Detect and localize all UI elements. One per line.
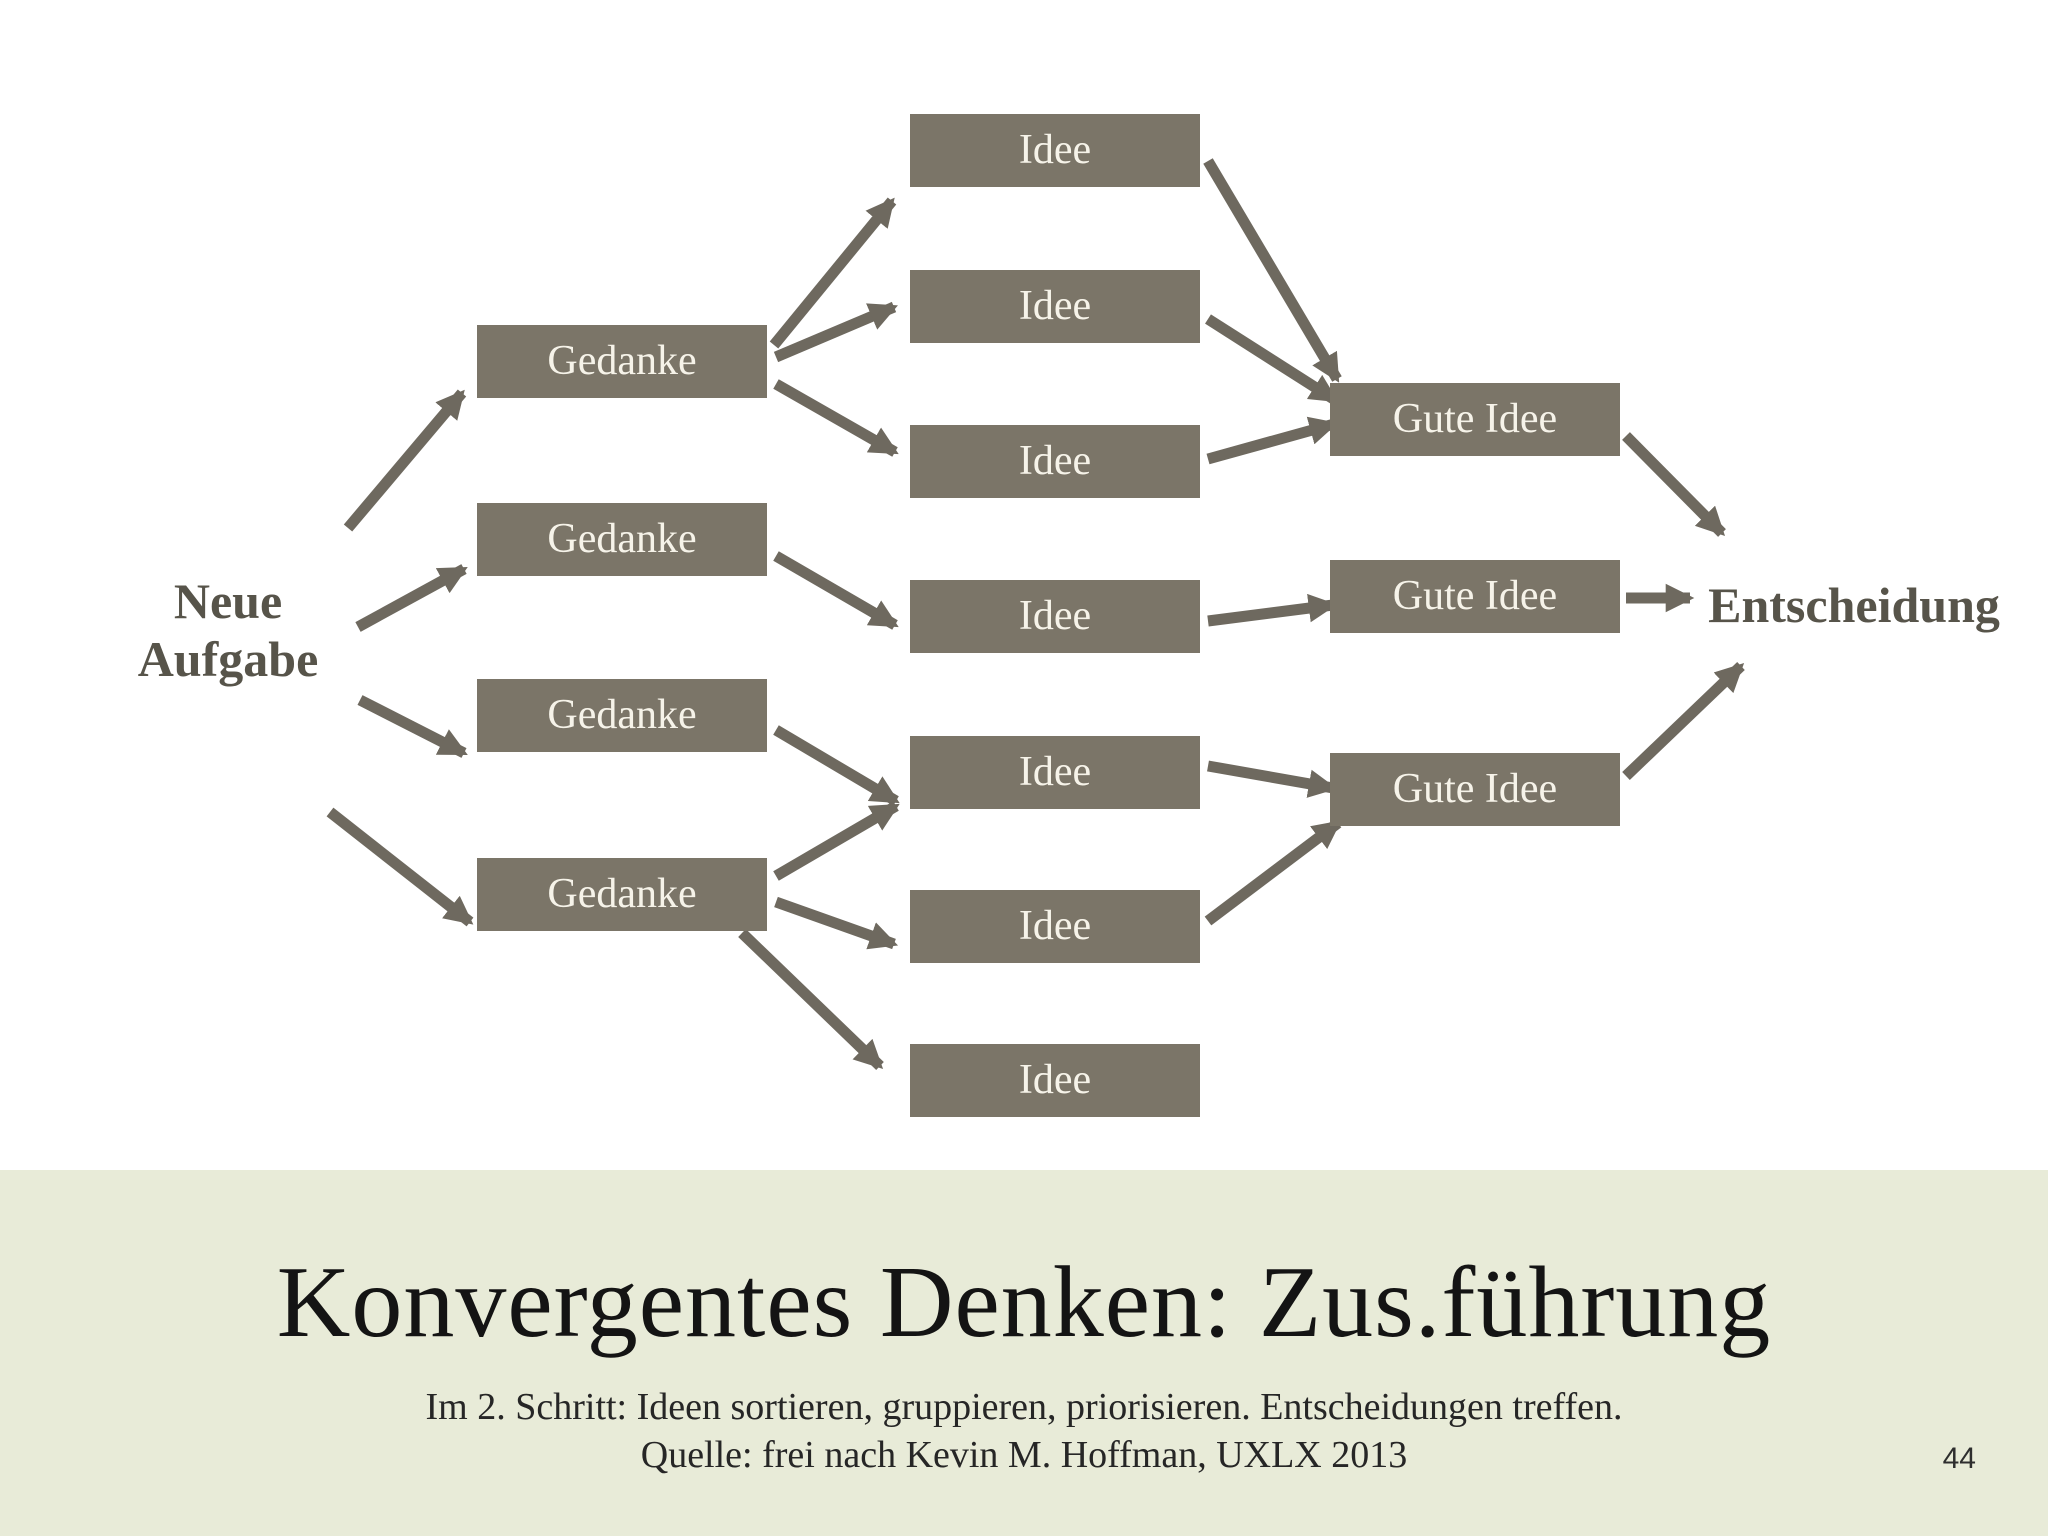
- gedanke-box-2: Gedanke: [477, 503, 767, 576]
- diagram-canvas: Neue Aufgabe Gedanke Gedanke Gedanke Ged…: [95, 114, 2000, 1117]
- edge-gedanke-4-idee-7: [738, 929, 884, 1070]
- edge-neue-aufgabe-gedanke-3: [357, 695, 468, 758]
- idee-box-2: Idee: [910, 270, 1200, 343]
- edge-idee-2-gute-idee-1: [1205, 314, 1339, 405]
- idee-box-7: Idee: [910, 1044, 1200, 1117]
- gedanke-box-4: Gedanke: [477, 858, 767, 931]
- page-number: 44: [1942, 1442, 1976, 1475]
- edge-gedanke-4-idee-6: [774, 896, 899, 950]
- edge-neue-aufgabe-gedanke-4: [326, 807, 474, 927]
- idee-box-6: Idee: [910, 890, 1200, 963]
- idee-box-5: Idee: [910, 736, 1200, 809]
- edge-idee-5-gute-idee-3: [1207, 760, 1338, 798]
- gedanke-box-3: Gedanke: [477, 679, 767, 752]
- edge-gute-idee-1-entscheidung: [1622, 432, 1726, 537]
- gute-idee-box-2: Gute Idee: [1330, 560, 1620, 633]
- edge-gedanke-4-idee-5: [773, 801, 900, 881]
- gedanke-box-1: Gedanke: [477, 325, 767, 398]
- slide-subtitle-line-1: Im 2. Schritt: Ideen sortieren, gruppier…: [425, 1386, 1623, 1428]
- idee-box-4: Idee: [910, 580, 1200, 653]
- edge-gedanke-1-idee-3: [773, 379, 899, 457]
- edge-neue-aufgabe-gedanke-1: [343, 389, 467, 532]
- gute-idee-box-1: Gute Idee: [1330, 383, 1620, 456]
- edge-idee-6-gute-idee-3: [1204, 818, 1342, 926]
- idee-box-1: Idee: [910, 114, 1200, 187]
- start-label-line-2: Aufgabe: [137, 631, 319, 687]
- edge-idee-1-gute-idee-1: [1203, 158, 1342, 383]
- idee-box-3: Idee: [910, 425, 1200, 498]
- edge-gedanke-3-idee-5: [773, 725, 900, 806]
- edge-gedanke-2-idee-4: [773, 551, 899, 630]
- edge-gute-idee-3-entscheidung: [1622, 662, 1745, 780]
- slide-title: Konvergentes Denken: Zus.führung: [276, 1246, 1772, 1359]
- edge-neue-aufgabe-gedanke-2: [355, 564, 468, 632]
- footer: [0, 1170, 2048, 1536]
- edge-idee-4-gute-idee-2: [1207, 593, 1338, 627]
- gute-idee-box-3: Gute Idee: [1330, 753, 1620, 826]
- edge-gedanke-1-idee-2: [773, 301, 898, 363]
- start-label-line-1: Neue: [173, 573, 283, 629]
- start-label: Neue Aufgabe: [95, 572, 361, 688]
- end-label: Entscheidung: [1708, 577, 2000, 633]
- arrows-layer: [326, 158, 1745, 1070]
- edge-idee-3-gute-idee-1: [1206, 416, 1339, 465]
- edge-gedanke-1-idee-1: [769, 197, 897, 349]
- slide-subtitle-line-2: Quelle: frei nach Kevin M. Hoffman, UXLX…: [640, 1434, 1408, 1476]
